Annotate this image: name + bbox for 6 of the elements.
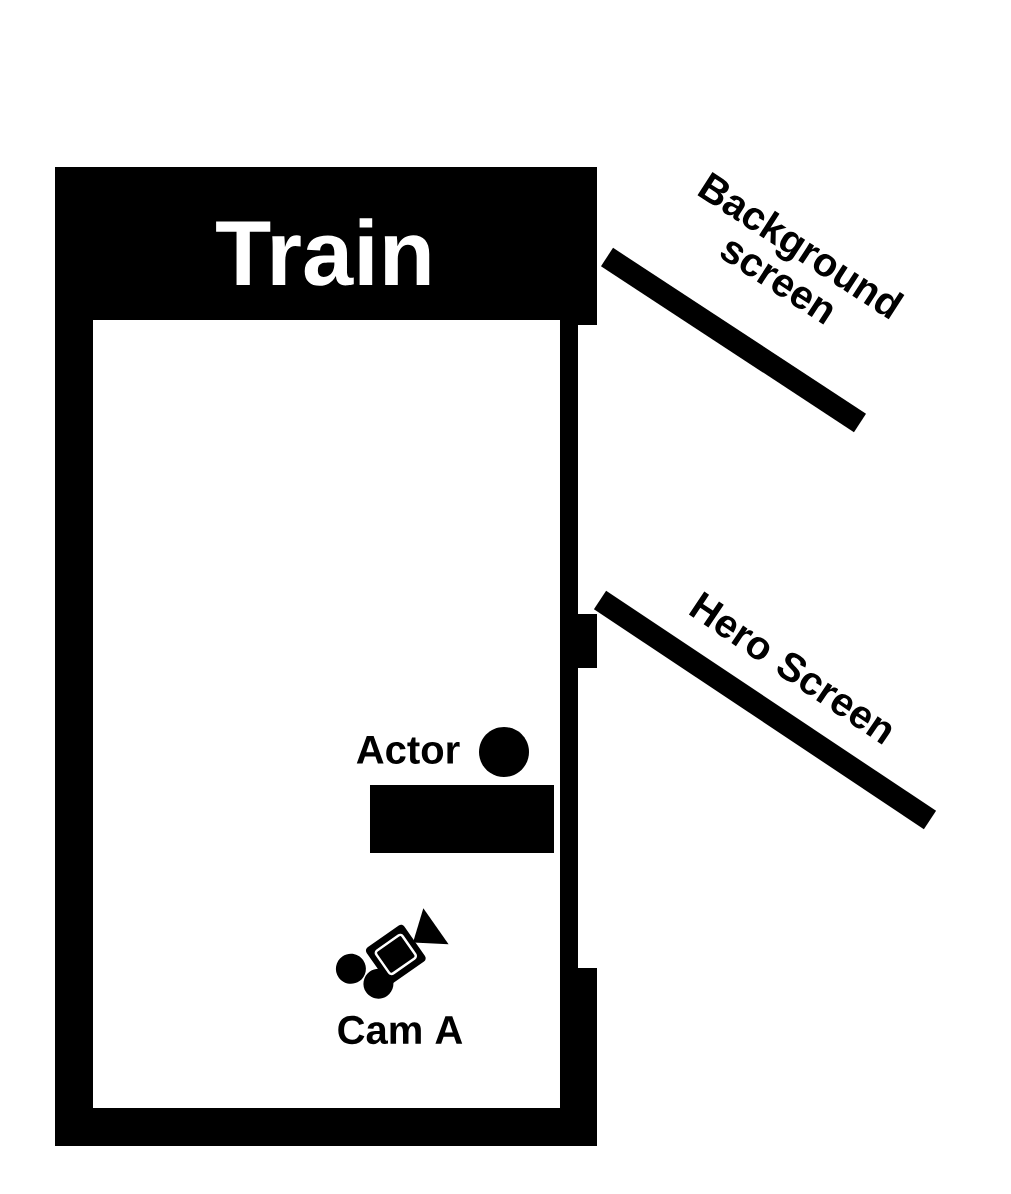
label: Actor xyxy=(356,736,460,764)
actor-circle xyxy=(479,727,529,777)
table-bar xyxy=(370,785,554,853)
label: Cam A xyxy=(338,1015,463,1045)
screen-bar xyxy=(593,590,937,830)
camera-icon xyxy=(335,908,449,999)
